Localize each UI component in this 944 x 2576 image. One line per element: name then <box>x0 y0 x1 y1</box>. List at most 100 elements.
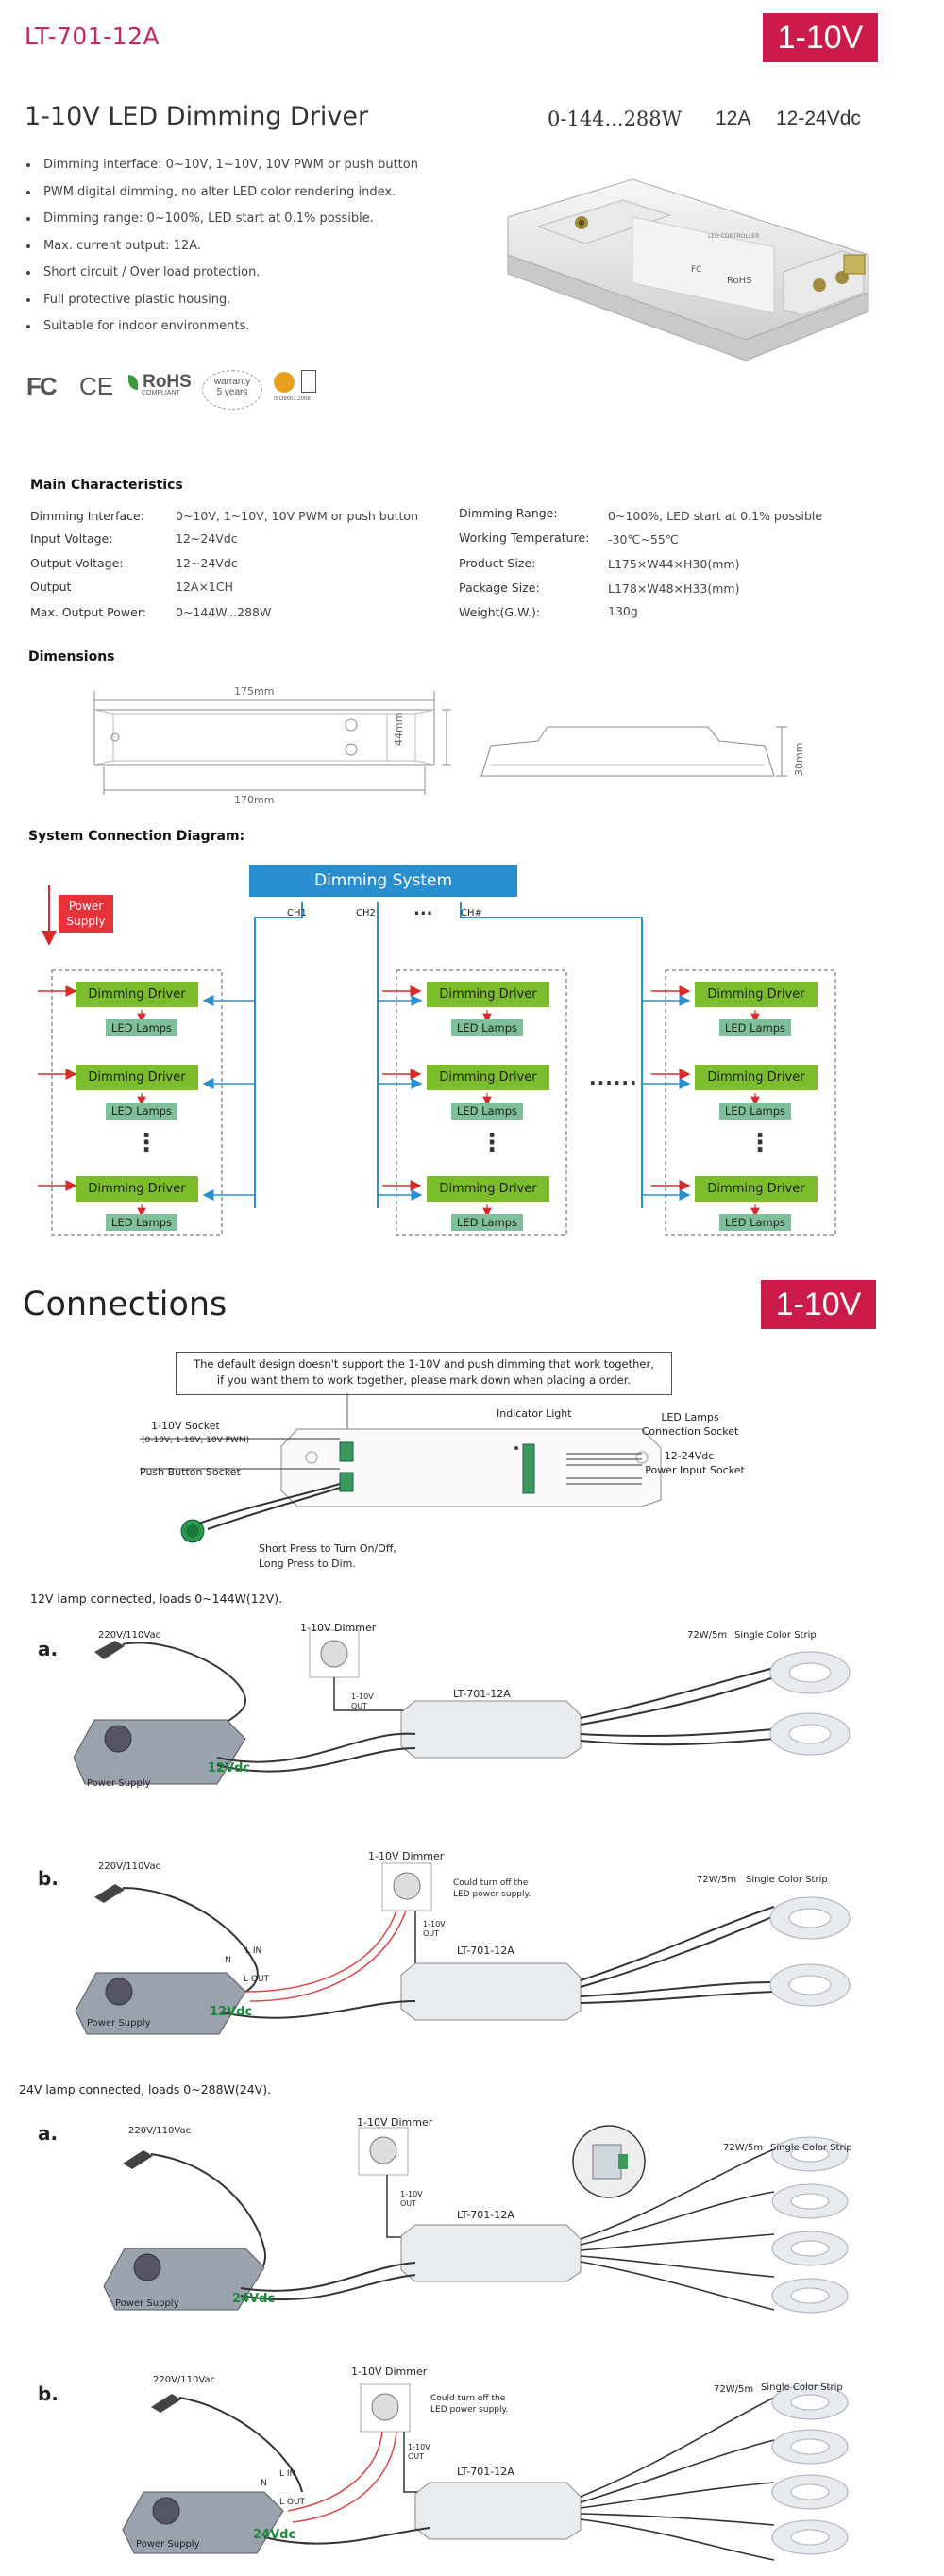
feature-item: Suitable for indoor environments. <box>25 319 497 333</box>
dimmer-label: 1-10V Dimmer <box>357 2116 433 2129</box>
dim-length-bottom: 170mm <box>234 794 275 806</box>
vertical-ellipsis: ⋮ <box>748 1129 772 1157</box>
device-label: LT-701-12A <box>457 2466 514 2478</box>
mc-value: 12~24Vdc <box>176 531 238 546</box>
dimming-driver: Dimming Driver <box>695 1065 818 1090</box>
mc-label: Product Size: <box>459 556 536 570</box>
dim-length-top: 175mm <box>234 685 275 698</box>
rohs-sub: COMPLIANT <box>142 390 180 396</box>
led-lamps: LED Lamps <box>106 1103 177 1120</box>
turn-off-note-2: LED power supply. <box>430 2405 509 2415</box>
led-lamps: LED Lamps <box>451 1214 523 1231</box>
dimming-driver: Dimming Driver <box>76 1065 198 1090</box>
turn-off-note-2: LED power supply. <box>453 1890 531 1899</box>
dimmer-label: 1-10V Dimmer <box>300 1622 377 1634</box>
power-supply-label: Power Supply <box>87 1778 151 1789</box>
ac-input-label: 220V/110Vac <box>98 1861 161 1872</box>
dimmer-out-label-2: OUT <box>423 1929 440 1938</box>
product-title: 1-10V LED Dimming Driver <box>25 102 369 131</box>
mc-label: Weight(G.W.): <box>459 605 541 619</box>
dimmer-out-label: 1-10V <box>400 2190 423 2198</box>
dimmer-out-label-2: OUT <box>400 2199 417 2208</box>
dimension-top-view <box>93 691 451 795</box>
power-supply-label: Power Supply <box>136 2539 200 2550</box>
section-24v-label: 24V lamp connected, loads 0~288W(24V). <box>19 2082 272 2096</box>
protocol-badge: 1-10V <box>763 13 878 62</box>
mc-label: Input Voltage: <box>30 531 113 546</box>
led-socket-label-1: LED Lamps <box>661 1411 719 1423</box>
channel-dots: ... <box>413 900 433 919</box>
device-fc: FC <box>691 265 701 275</box>
mc-value: L178×W48×H33(mm) <box>608 581 740 596</box>
wiring-12v-a <box>73 1629 851 1785</box>
dim-height: 30mm <box>793 742 805 776</box>
dimmer-out-label-2: OUT <box>408 2452 425 2461</box>
ac-input-label: 220V/110Vac <box>98 1630 161 1641</box>
diagram-label-b: b. <box>38 2382 59 2405</box>
wiring-24v-b <box>122 2383 849 2561</box>
socket-1-10v-label: 1-10V Socket <box>151 1420 220 1432</box>
wiring-12v-b <box>75 1862 851 2035</box>
wiring-24v-a <box>103 2125 849 2314</box>
strip-name-label: Single Color Strip <box>746 1875 828 1885</box>
dimming-driver: Dimming Driver <box>695 982 818 1007</box>
led-lamps: LED Lamps <box>451 1103 523 1120</box>
ac-input-label: 220V/110Vac <box>153 2375 216 2385</box>
dimension-side-view <box>480 726 787 777</box>
connections-badge: 1-10V <box>761 1280 876 1329</box>
mc-label: Dimming Range: <box>459 506 558 520</box>
l-in-label: L IN <box>279 2469 296 2479</box>
feature-item: Short circuit / Over load protection. <box>25 265 497 279</box>
n-label: N <box>261 2479 267 2488</box>
iso-text: ISO9001:2008 <box>274 396 311 402</box>
device-rohs: RoHS <box>727 276 751 286</box>
warranty-text: warranty <box>213 377 251 387</box>
l-out-label: L OUT <box>244 1975 270 1984</box>
iso-logo: ISO9001:2008 <box>274 370 332 410</box>
device-label: LT-701-12A <box>457 1945 514 1957</box>
product-image: RoHS FC LED CONTROLLER <box>507 178 869 362</box>
mc-value: 12A×1CH <box>176 580 234 594</box>
spec-voltage: 12-24Vdc <box>776 108 861 129</box>
strip-power-label: 72W/5m <box>723 2143 764 2153</box>
diagram-label-a: a. <box>38 1638 59 1660</box>
mc-value: -30℃~55℃ <box>608 532 679 547</box>
leaf-icon <box>128 375 138 390</box>
voltage-label: 12Vdc <box>210 2005 253 2019</box>
power-supply-label: Power Supply <box>87 2018 151 2029</box>
mc-value: 130g <box>608 604 638 618</box>
l-in-label: L IN <box>245 1946 262 1956</box>
socket-1-10v-sub: (0-10V, 1-10V, 10V PWM) <box>142 1436 250 1445</box>
mc-label: Dimming Interface: <box>30 509 144 523</box>
mc-value: 12~24Vdc <box>176 556 238 570</box>
feature-item: Max. current output: 12A. <box>25 239 497 253</box>
dimmer-label: 1-10V Dimmer <box>351 2366 428 2378</box>
dimming-driver: Dimming Driver <box>76 1176 198 1202</box>
model-number: LT-701-12A <box>25 23 160 50</box>
press-instruction-1: Short Press to Turn On/Off, <box>259 1542 396 1555</box>
indicator-light-label: Indicator Light <box>497 1407 572 1420</box>
led-lamps: LED Lamps <box>106 1019 177 1036</box>
mc-label: Output Voltage: <box>30 556 124 570</box>
power-supply-box: Power Supply <box>59 895 113 933</box>
rohs-logo: RoHS COMPLIANT <box>128 372 192 396</box>
dimensions-title: Dimensions <box>28 649 115 665</box>
mc-label: Max. Output Power: <box>30 605 146 619</box>
channel-n-label: CH# <box>461 908 482 918</box>
feature-item: PWM digital dimming, no alter LED color … <box>25 185 497 199</box>
spec-power: 0-144...288W <box>548 108 683 130</box>
dimmer-out-label-2: OUT <box>351 1702 368 1710</box>
mc-value: L175×W44×H30(mm) <box>608 557 740 571</box>
design-note-line-2: if you want them to work together, pleas… <box>216 1373 632 1387</box>
diagram-label-b: b. <box>38 1867 59 1890</box>
l-out-label: L OUT <box>279 2498 306 2507</box>
strip-power-label: 72W/5m <box>697 1875 737 1885</box>
feature-list: Dimming interface: 0~10V, 1~10V, 10V PWM… <box>25 158 497 346</box>
feature-item: Full protective plastic housing. <box>25 293 497 307</box>
device-label: LT-701-12A <box>453 1688 511 1700</box>
strip-name-label: Single Color Strip <box>734 1630 817 1641</box>
led-lamps: LED Lamps <box>719 1103 791 1120</box>
led-lamps: LED Lamps <box>451 1019 523 1036</box>
voltage-label: 24Vdc <box>253 2528 296 2542</box>
dim-width: 44mm <box>393 712 405 746</box>
